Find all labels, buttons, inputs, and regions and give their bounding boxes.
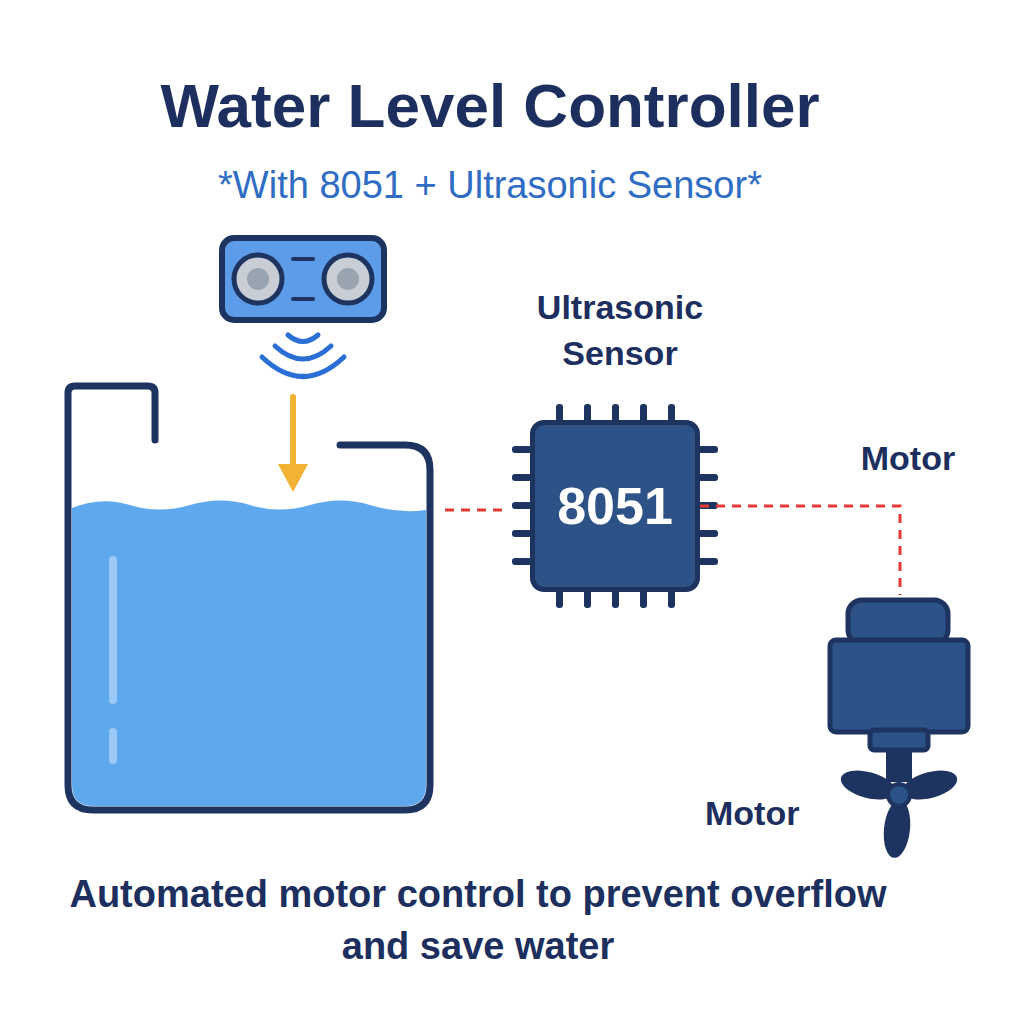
chip-label: 8051 [557,476,673,536]
water-tank [68,386,430,810]
sound-waves [262,335,344,377]
water [72,501,426,807]
sensor-transducer-core [337,268,359,290]
water-highlight [109,560,117,700]
motor-shaft [886,748,912,782]
signal-wire [445,509,505,512]
motor-label: Motor [705,793,799,833]
chip-pin [698,474,718,481]
sensor-mark [293,257,313,261]
chip-pin [512,474,532,481]
motor-cap [848,600,948,644]
chip-pin [512,446,532,453]
arrow-head [278,464,308,492]
chip-pin [512,558,532,565]
sound-wave [288,335,318,342]
part-label: Motor [836,436,980,480]
signal-connector [700,506,900,595]
part-label: Ultrasonic Sensor [505,284,735,376]
microcontroller-chip: 8051 [530,420,700,592]
sensing-arrow [278,397,308,492]
sensor-board [222,238,384,320]
motor-body [830,640,968,732]
tank-outline [68,386,430,810]
chip-pins [512,404,718,608]
motor-node: Motor [700,595,975,865]
propeller-hub [888,784,910,806]
sensor-transducer [234,255,282,303]
sensor-transducer-core [247,268,269,290]
sensor-transducer [324,255,372,303]
propeller-blade [881,799,913,859]
title: Water Level Controller [0,70,980,142]
sound-wave [262,357,344,377]
subtitle: *With 8051 + Ultrasonic Sensor* [0,162,980,208]
sensor-mark [293,297,313,301]
water-highlight [109,732,117,760]
chip-pin [512,502,532,509]
ultrasonic-sensor-icon [222,238,384,320]
chip-pin [698,530,718,537]
chip-pin [512,530,532,537]
caption: Automated motor control to prevent overf… [58,868,898,972]
chip-pin [698,446,718,453]
sound-wave [275,346,331,359]
motor-collar [870,730,928,750]
arrow-shaft [290,397,296,468]
chip-pin [698,558,718,565]
